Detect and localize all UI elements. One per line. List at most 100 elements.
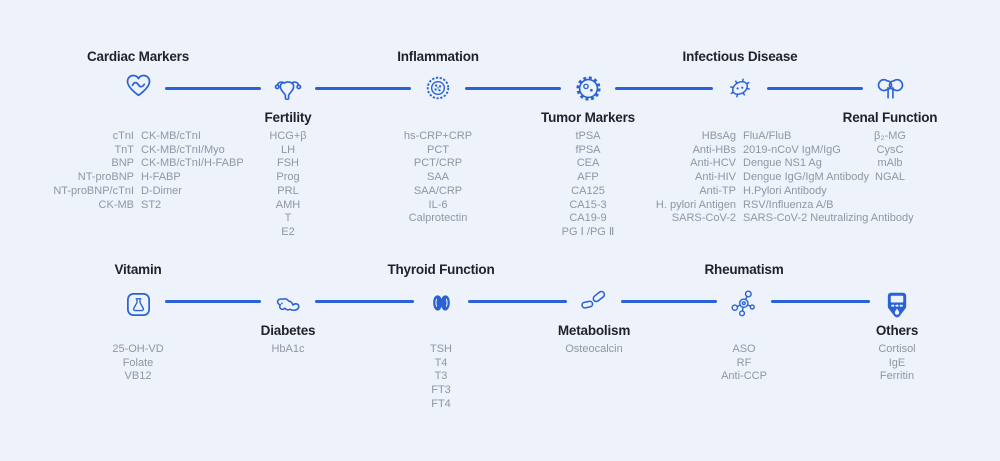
marker-item: CK-MB/cTnI/Myo xyxy=(141,143,225,156)
marker-item: Osteocalcin xyxy=(565,343,623,355)
inflammation-title: Inflammation xyxy=(397,49,479,64)
marker-item: PCT xyxy=(427,143,449,156)
marker-item: fPSA xyxy=(575,143,601,156)
marker-item: NT-proBNP/cTnI xyxy=(53,184,134,197)
marker-item: SAA/CRP xyxy=(413,184,463,197)
timeline-segment xyxy=(165,299,261,303)
marker-item: AFP xyxy=(577,171,599,184)
marker-item: mAlb xyxy=(877,157,903,170)
heart-pulse-icon xyxy=(124,72,153,99)
marker-item: D-Dimer xyxy=(141,184,182,197)
marker-item: T3 xyxy=(434,370,448,383)
uterus-icon xyxy=(273,76,303,106)
marker-item: Anti-HIV xyxy=(695,171,736,184)
marker-item: CK-MB/cTnI xyxy=(141,130,201,142)
metabolism-title: Metabolism xyxy=(557,323,631,338)
timeline-segment xyxy=(468,299,567,303)
marker-item: LH xyxy=(280,143,296,156)
marker-item: 2019-nCoV IgM/IgG xyxy=(743,143,841,156)
marker-item: SARS-CoV-2 Neutralizing Antibody xyxy=(743,212,914,225)
marker-item: CK-MB xyxy=(98,198,134,211)
marker-item: ST2 xyxy=(141,198,162,211)
marker-item: Dengue NS1 Ag xyxy=(743,157,822,170)
marker-item: CA15-3 xyxy=(569,198,607,211)
marker-item: HCG+β xyxy=(269,130,307,142)
thyroid-icon xyxy=(431,293,452,313)
glucose-meter-icon xyxy=(886,291,908,321)
marker-item: Anti-HCV xyxy=(690,157,736,170)
marker-item: β₂-MG xyxy=(874,130,906,142)
marker-item: E2 xyxy=(281,225,295,238)
timeline-segment xyxy=(767,86,863,90)
infectious-disease-title: Infectious Disease xyxy=(682,49,798,64)
marker-item: CysC xyxy=(876,143,904,156)
marker-item: Anti-CCP xyxy=(721,370,767,383)
rheumatism-title: Rheumatism xyxy=(704,262,784,277)
marker-item: RF xyxy=(736,356,752,369)
marker-item: CA125 xyxy=(571,184,605,197)
marker-item: Cortisol xyxy=(878,343,916,355)
marker-item: Folate xyxy=(122,356,154,369)
marker-item: FSH xyxy=(277,157,299,170)
fertility-title: Fertility xyxy=(264,110,312,125)
marker-item: IL-6 xyxy=(428,198,448,211)
diabetes-title: Diabetes xyxy=(260,323,316,338)
timeline-segment xyxy=(465,86,561,90)
marker-item: H-FABP xyxy=(141,171,181,184)
marker-item: RSV/Influenza A/B xyxy=(743,198,834,211)
marker-item: Prog xyxy=(276,171,300,184)
marker-item: HBsAg xyxy=(701,130,736,142)
timeline-segment xyxy=(315,86,411,90)
vitamin-title: Vitamin xyxy=(114,262,162,277)
marker-item: PG Ⅰ /PG Ⅱ xyxy=(561,225,615,238)
marker-item: FT3 xyxy=(431,384,451,397)
marker-item: SARS-CoV-2 xyxy=(671,212,736,225)
marker-item: HbA1c xyxy=(271,343,305,355)
marker-item: NGAL xyxy=(875,171,905,184)
marker-item: ASO xyxy=(732,343,756,355)
molecule-icon xyxy=(729,288,759,318)
bacteria-icon xyxy=(726,74,754,102)
marker-item: PCT/CRP xyxy=(413,157,463,170)
diabetes-list: HbA1c xyxy=(178,343,398,357)
marker-item: FluA/FluB xyxy=(743,130,792,142)
marker-item: cTnI xyxy=(112,130,134,142)
marker-item: Calprotectin xyxy=(408,212,468,225)
cardiac-markers-title: Cardiac Markers xyxy=(86,49,190,64)
thyroid-function-title: Thyroid Function xyxy=(387,262,495,277)
bone-joint-icon xyxy=(579,287,610,312)
marker-item: T4 xyxy=(434,356,448,369)
metabolism-list: Osteocalcin xyxy=(484,343,704,357)
marker-item: TSH xyxy=(430,343,452,355)
marker-item: CK-MB/cTnI/H-FABP xyxy=(141,157,244,170)
marker-item: H. pylori Antigen xyxy=(655,198,736,211)
marker-item: CEA xyxy=(576,157,600,170)
marker-item: T xyxy=(284,212,292,225)
marker-item: CA19-9 xyxy=(569,212,607,225)
timeline-segment xyxy=(615,86,713,90)
marker-item: H.Pylori Antibody xyxy=(743,184,827,197)
timeline-segment xyxy=(621,299,717,303)
kidneys-icon xyxy=(875,74,906,103)
marker-item: 25-OH-VD xyxy=(112,343,164,355)
inflammation-cell-icon xyxy=(424,74,452,102)
gear-icon xyxy=(574,74,603,103)
flask-icon xyxy=(125,291,152,318)
marker-item: Anti-HBs xyxy=(692,143,736,156)
timeline-segment xyxy=(771,299,870,303)
marker-item: NT-proBNP xyxy=(77,171,134,184)
marker-item: PRL xyxy=(277,184,299,197)
